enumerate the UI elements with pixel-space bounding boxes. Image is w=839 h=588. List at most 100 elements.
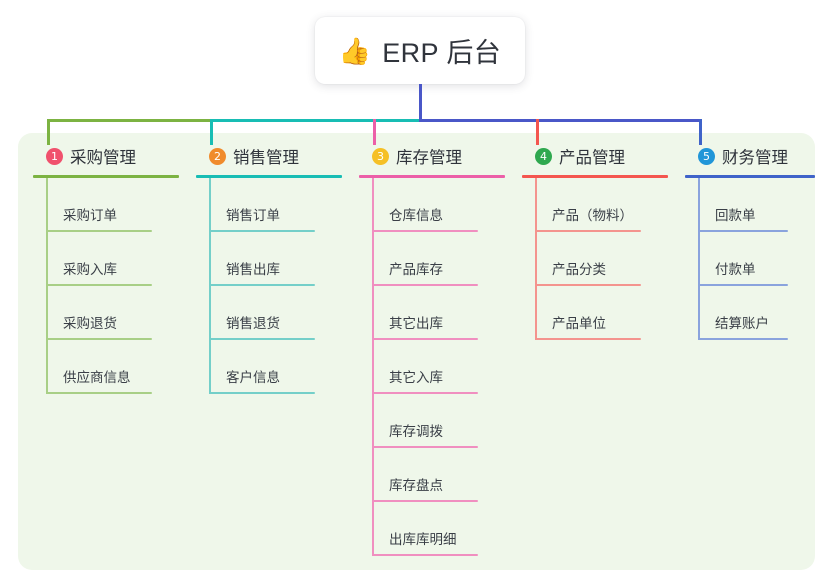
branch-header-rule <box>33 175 179 178</box>
branch-connector-drop-5 <box>699 133 702 145</box>
branch-spine <box>46 178 48 394</box>
branch-item-label: 产品（物料） <box>552 208 633 223</box>
branch-item-list: 销售订单销售出库销售退货客户信息 <box>196 178 342 394</box>
branch-connector-stub-1 <box>47 119 50 144</box>
branch-item-rule <box>535 338 641 340</box>
branch-item[interactable]: 产品库存 <box>359 232 505 286</box>
branch-item-rule <box>46 284 152 286</box>
branch-header-4[interactable]: 4 产品管理 <box>522 144 668 168</box>
branch-item-rule <box>372 392 478 394</box>
branch-item-rule <box>372 500 478 502</box>
branch-item[interactable]: 采购退货 <box>33 286 179 340</box>
branch-item[interactable]: 销售出库 <box>196 232 342 286</box>
branch-item-label: 库存盘点 <box>389 478 443 493</box>
branch-item[interactable]: 付款单 <box>685 232 815 286</box>
branch-header-rule <box>522 175 668 178</box>
branch-header-rule <box>196 175 342 178</box>
branch-spine <box>372 178 374 556</box>
branch-item[interactable]: 销售退货 <box>196 286 342 340</box>
diagram-background-panel <box>18 133 815 570</box>
branch-item[interactable]: 采购入库 <box>33 232 179 286</box>
branch-header-rule <box>685 175 815 178</box>
branch-item-rule <box>46 230 152 232</box>
branch-item-list: 回款单付款单结算账户 <box>685 178 815 340</box>
branch-spine <box>535 178 537 340</box>
branch-title: 销售管理 <box>233 149 299 167</box>
branch-item[interactable]: 产品分类 <box>522 232 668 286</box>
branch-item-rule <box>46 392 152 394</box>
branch-item-rule <box>372 446 478 448</box>
branch-item[interactable]: 其它出库 <box>359 286 505 340</box>
branch-item-label: 销售退货 <box>226 316 280 331</box>
root-connector-stub <box>419 84 422 122</box>
branch-item[interactable]: 库存调拨 <box>359 394 505 448</box>
branch-connector-drop-3 <box>373 133 376 145</box>
branch-item-label: 仓库信息 <box>389 208 443 223</box>
branch-item-rule <box>209 284 315 286</box>
branch-item[interactable]: 客户信息 <box>196 340 342 394</box>
branch-connector-drop-2 <box>210 133 213 145</box>
branch-connector-stub-4 <box>536 119 539 144</box>
branch-title: 产品管理 <box>559 149 625 167</box>
branch-connector-stub-3 <box>373 119 376 144</box>
bus-segment-3 <box>419 119 702 122</box>
branch-item-label: 产品分类 <box>552 262 606 277</box>
branch-item-rule <box>698 284 788 286</box>
branch-item-label: 供应商信息 <box>63 370 131 385</box>
branch-item[interactable]: 仓库信息 <box>359 178 505 232</box>
branch-item[interactable]: 销售订单 <box>196 178 342 232</box>
branch-connector-drop-1 <box>47 133 50 145</box>
branch-item-rule <box>209 230 315 232</box>
branch-title: 采购管理 <box>70 149 136 167</box>
branch-number-badge: 5 <box>698 147 715 165</box>
branch-item[interactable]: 回款单 <box>685 178 815 232</box>
branch-item-label: 付款单 <box>715 262 756 277</box>
branch-spine <box>698 178 700 340</box>
branch-item-label: 产品单位 <box>552 316 606 331</box>
branch-item-rule <box>535 230 641 232</box>
branch-item[interactable]: 其它入库 <box>359 340 505 394</box>
branch-item-label: 采购订单 <box>63 208 117 223</box>
bus-segment-1 <box>47 119 210 122</box>
root-node-erp-backend[interactable]: 👍 ERP 后台 <box>315 17 525 84</box>
branch-title: 库存管理 <box>396 149 462 167</box>
branch-item-list: 产品（物料） 产品分类产品单位 <box>522 178 668 340</box>
branch-item-rule <box>372 230 478 232</box>
branch-header-3[interactable]: 3 库存管理 <box>359 144 505 168</box>
branch-item-label: 销售订单 <box>226 208 280 223</box>
branch-item-label: 采购入库 <box>63 262 117 277</box>
branch-item-label: 库存调拨 <box>389 424 443 439</box>
branch-item-label: 出库库明细 <box>389 532 457 547</box>
branch-item-rule <box>535 284 641 286</box>
branch-number-badge: 3 <box>372 147 389 165</box>
branch-item[interactable]: 供应商信息 <box>33 340 179 394</box>
branch-item-label: 其它出库 <box>389 316 443 331</box>
branch-item[interactable]: 出库库明细 <box>359 502 505 556</box>
branch-item-label: 销售出库 <box>226 262 280 277</box>
branch-connector-drop-4 <box>536 133 539 145</box>
thumbs-up-icon: 👍 <box>338 36 372 66</box>
branch-column-3: 3 库存管理仓库信息产品库存其它出库其它入库库存调拨库存盘点出库库明细 <box>359 144 505 556</box>
bus-segment-2 <box>210 119 420 122</box>
branch-item[interactable]: 产品单位 <box>522 286 668 340</box>
branch-item-list: 采购订单采购入库采购退货供应商信息 <box>33 178 179 394</box>
branch-item-rule <box>209 338 315 340</box>
branch-item-rule <box>46 338 152 340</box>
branch-item-rule <box>698 230 788 232</box>
branch-item[interactable]: 采购订单 <box>33 178 179 232</box>
branch-number-badge: 4 <box>535 147 552 165</box>
branch-item[interactable]: 产品（物料） <box>522 178 668 232</box>
branch-item-label: 采购退货 <box>63 316 117 331</box>
branch-item-list: 仓库信息产品库存其它出库其它入库库存调拨库存盘点出库库明细 <box>359 178 505 556</box>
branch-item[interactable]: 库存盘点 <box>359 448 505 502</box>
branch-item-rule <box>372 338 478 340</box>
branch-item-rule <box>698 338 788 340</box>
branch-item[interactable]: 结算账户 <box>685 286 815 340</box>
